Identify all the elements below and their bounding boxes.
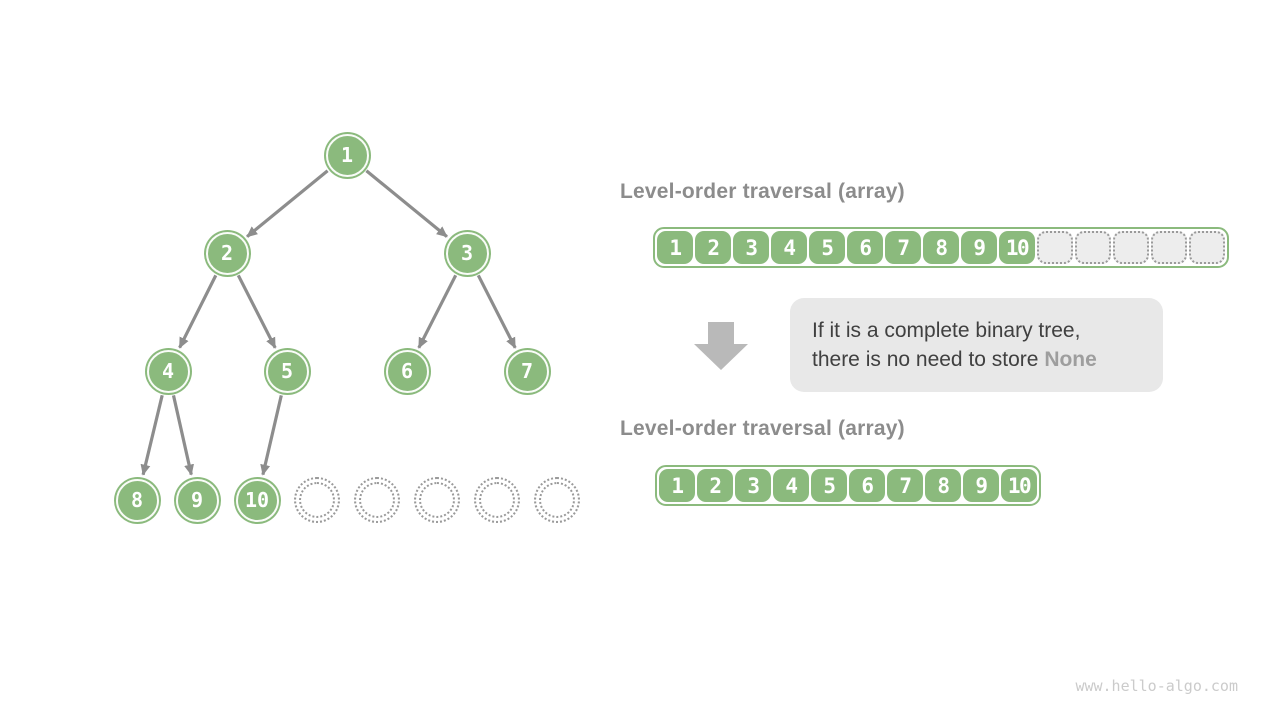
array-cell: 7: [885, 231, 921, 264]
array-cell: 7: [887, 469, 923, 502]
array-cell: 9: [963, 469, 999, 502]
note-line2: there is no need to store None: [812, 345, 1163, 374]
array-empty-cell: [1075, 231, 1111, 264]
tree-node: 10: [233, 476, 281, 524]
array-empty-cell: [1113, 231, 1149, 264]
array-cell: 4: [773, 469, 809, 502]
tree-edge: [140, 394, 164, 476]
tree-node: 4: [144, 347, 192, 395]
array-cell: 3: [733, 231, 769, 264]
down-arrow-icon: [694, 322, 748, 370]
top-array-title: Level-order traversal (array): [620, 180, 905, 203]
array-cell: 10: [1001, 469, 1037, 502]
tree-node: 3: [443, 229, 491, 277]
tree-node: 5: [263, 347, 311, 395]
array-cell: 4: [771, 231, 807, 264]
tree-edge: [365, 169, 448, 238]
array-empty-cell: [1189, 231, 1225, 264]
tree-node: 7: [503, 347, 551, 395]
watermark: www.hello-algo.com: [1075, 677, 1238, 695]
array-cell: 2: [697, 469, 733, 502]
tree-node-empty: [414, 477, 460, 523]
note-line1: If it is a complete binary tree,: [812, 319, 1081, 342]
array-cell: 10: [999, 231, 1035, 264]
array-cell: 9: [961, 231, 997, 264]
array-cell: 8: [923, 231, 959, 264]
array-cell: 1: [657, 231, 693, 264]
array-cell: 5: [809, 231, 845, 264]
tree-edge: [260, 395, 283, 476]
tree-node-empty: [294, 477, 340, 523]
note-box: If it is a complete binary tree, there i…: [790, 298, 1163, 392]
tree-edges-layer: [140, 169, 517, 476]
tree-node-empty: [474, 477, 520, 523]
array-cell: 6: [849, 469, 885, 502]
array-empty-cell: [1151, 231, 1187, 264]
tree-node: 1: [323, 131, 371, 179]
tree-node-empty: [534, 477, 580, 523]
tree-node: 9: [173, 476, 221, 524]
tree-edge: [171, 395, 194, 476]
note-line2-prefix: there is no need to store: [812, 348, 1045, 371]
tree-node: 6: [383, 347, 431, 395]
tree-edge: [476, 274, 517, 349]
tree-node: 2: [203, 229, 251, 277]
tree-node: 8: [113, 476, 161, 524]
array-cell: 3: [735, 469, 771, 502]
bottom-array-title: Level-order traversal (array): [620, 417, 905, 440]
array-cell: 5: [811, 469, 847, 502]
tree-edge: [178, 274, 218, 349]
tree-edge: [236, 274, 277, 349]
tree-edge: [246, 169, 329, 238]
array-cell: 8: [925, 469, 961, 502]
tree-node-empty: [354, 477, 400, 523]
array-cell: 1: [659, 469, 695, 502]
array-cell: 6: [847, 231, 883, 264]
tree-edge: [417, 274, 458, 349]
array-cell: 2: [695, 231, 731, 264]
array-empty-cell: [1037, 231, 1073, 264]
note-highlight-none: None: [1044, 348, 1097, 371]
